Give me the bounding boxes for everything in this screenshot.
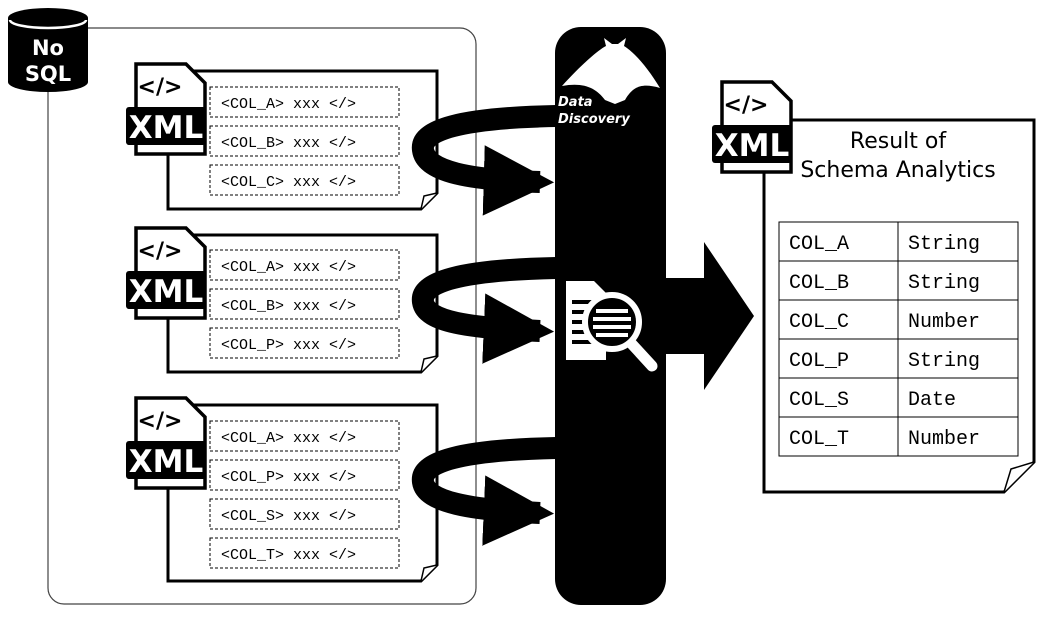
xml-tag-glyph: </>	[724, 93, 769, 118]
xml-document-1: <COL_A> xxx </> <COL_B> xxx </> <COL_C> …	[126, 62, 439, 211]
field-text: <COL_A> xxx </>	[221, 430, 356, 447]
database-icon: No SQL	[8, 8, 88, 92]
xml-tag-glyph: </>	[138, 239, 183, 264]
field-box	[209, 125, 400, 157]
xml-file-icon: </> XML	[126, 226, 207, 320]
table-cell-column: COL_C	[789, 311, 849, 334]
field-box	[209, 86, 400, 118]
curved-arrow-icon	[411, 257, 557, 364]
xml-file-icon: </> XML	[126, 62, 207, 156]
table-cell-type: String	[908, 233, 980, 256]
result-title-line1: Result of	[850, 129, 947, 154]
right-arrow-icon	[664, 242, 754, 390]
field-box	[209, 537, 400, 569]
field-box	[209, 164, 400, 196]
table-cell-column: COL_P	[789, 350, 849, 373]
xml-badge-text: XML	[129, 274, 204, 310]
xml-file-icon: </> XML	[712, 80, 793, 174]
result-document: Result of Schema Analytics COL_A String …	[762, 118, 1036, 494]
xml-document-2: <COL_A> xxx </> <COL_B> xxx </> <COL_P> …	[126, 226, 439, 374]
xml-badge-text: XML	[129, 110, 204, 146]
field-text: <COL_P> xxx </>	[221, 469, 356, 486]
field-box	[209, 327, 400, 359]
field-box	[209, 498, 400, 530]
xml-tag-glyph: </>	[138, 409, 183, 434]
table-cell-type: Number	[908, 311, 980, 334]
table-cell-type: Number	[908, 428, 980, 451]
manta-ray-logo-icon	[562, 38, 660, 104]
field-list: <COL_A> xxx </> <COL_P> xxx </> <COL_S> …	[209, 420, 400, 569]
xml-file-icon: </> XML	[126, 396, 207, 490]
db-label-line2: SQL	[25, 62, 71, 86]
field-list: <COL_A> xxx </> <COL_B> xxx </> <COL_C> …	[209, 86, 400, 196]
result-title-line2: Schema Analytics	[800, 158, 995, 183]
xml-badge-text: XML	[129, 444, 204, 480]
field-box	[209, 459, 400, 491]
db-label-line1: No	[32, 36, 64, 60]
table-cell-column: COL_S	[789, 389, 849, 412]
xml-document-3: <COL_A> xxx </> <COL_P> xxx </> <COL_S> …	[126, 396, 439, 583]
field-text: <COL_A> xxx </>	[221, 96, 356, 113]
field-text: <COL_A> xxx </>	[221, 259, 356, 276]
field-text: <COL_P> xxx </>	[221, 337, 356, 354]
schema-table: COL_A String COL_B String COL_C Number C…	[778, 221, 1019, 457]
table-cell-column: COL_A	[789, 233, 849, 256]
table-cell-column: COL_T	[789, 428, 849, 451]
document-search-icon	[566, 281, 658, 372]
curved-arrow-icon	[411, 105, 557, 216]
field-text: <COL_B> xxx </>	[221, 298, 356, 315]
table-cell-type: Date	[908, 389, 956, 412]
field-list: <COL_A> xxx </> <COL_B> xxx </> <COL_P> …	[209, 249, 400, 359]
field-text: <COL_B> xxx </>	[221, 135, 356, 152]
table-cell-type: String	[908, 272, 980, 295]
xml-tag-glyph: </>	[138, 75, 183, 100]
xml-badge-text: XML	[715, 128, 790, 164]
logo-text-line2: Discovery	[558, 112, 630, 127]
table-cell-column: COL_B	[789, 272, 849, 295]
field-text: <COL_T> xxx </>	[221, 547, 356, 564]
table-cell-type: String	[908, 350, 980, 373]
field-text: <COL_C> xxx </>	[221, 174, 356, 191]
field-box	[209, 420, 400, 452]
logo-text-line1: Data	[558, 95, 593, 110]
curved-arrow-icon	[411, 437, 557, 546]
field-text: <COL_S> xxx </>	[221, 508, 356, 525]
field-box	[209, 288, 400, 320]
field-box	[209, 249, 400, 281]
